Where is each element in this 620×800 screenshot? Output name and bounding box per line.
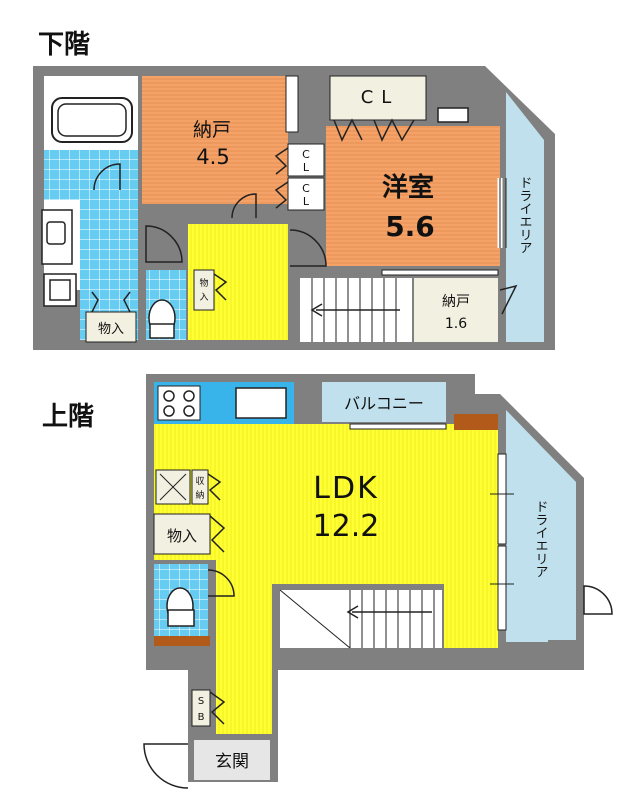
lower-floor-title: 下階 [38, 30, 91, 60]
washer-icon [43, 273, 77, 307]
closet-small-2-l: L [303, 195, 310, 208]
monoire-bath-label: 物入 [98, 322, 124, 337]
upper-floor-plan: バルコニー LDK 12.2 収 納 物入 [143, 374, 613, 789]
closet-cl-small-2 [287, 177, 325, 211]
bath-door-icon [93, 163, 121, 191]
monoire-bath-room [85, 311, 137, 343]
closet-cl [329, 75, 427, 121]
entrance-label: 玄関 [215, 752, 249, 772]
monoire-small-room [193, 269, 215, 311]
balcony-label: バルコニー [344, 394, 424, 413]
balcony-ledge [454, 414, 498, 430]
closet-small-2-c: C [302, 182, 310, 195]
shuno-l2: 納 [195, 489, 204, 501]
closet-cl-label: CL [361, 87, 400, 108]
ldk-size: 12.2 [313, 509, 380, 544]
ldk-floor [154, 424, 498, 734]
shuno-cross-icon [159, 473, 187, 501]
shuno-l1: 収 [195, 475, 204, 487]
closet-small-1-c: C [302, 148, 310, 161]
monoire-room [153, 513, 211, 555]
shoe-box-s: S [198, 696, 204, 707]
entrance [194, 740, 270, 780]
stove-burner-icon [163, 390, 175, 402]
western-room [326, 126, 500, 266]
closet-cl-small-1 [287, 143, 325, 177]
ldk-name: LDK [313, 471, 379, 506]
storage-nando-size: 4.5 [196, 145, 229, 169]
storage-small-size: 1.6 [445, 316, 467, 332]
upper-dry-area-label: ドライエリア [533, 500, 548, 578]
bathtub-icon [51, 97, 133, 143]
lower-floor-plan: 物入 納戸 4.5 C L C L CL 洋室 5.6 [33, 66, 555, 350]
lower-dry-area-label: ドライエリア [517, 176, 532, 254]
storage-small-room [414, 278, 498, 342]
storage-nando-room [142, 76, 288, 204]
shoe-box-b: B [198, 712, 205, 723]
storage-small-name: 納戸 [442, 294, 470, 310]
closet-small-1-l: L [303, 161, 310, 174]
dry-area-door-icon [583, 585, 613, 615]
monoire-small-l2: 入 [199, 292, 208, 303]
bath-tile-floor [44, 150, 138, 200]
kitchen-sink-icon [235, 387, 287, 419]
balcony [322, 382, 446, 422]
monoire-label: 物入 [167, 527, 197, 545]
monoire-small-l1: 物 [199, 277, 208, 289]
upper-stairs [280, 590, 442, 648]
lower-dry-area [506, 92, 544, 342]
western-room-size: 5.6 [385, 210, 435, 243]
upper-floor-title: 上階 [42, 402, 95, 432]
entrance-door-icon [143, 743, 189, 789]
western-room-name: 洋室 [382, 172, 434, 203]
storage-nando-name: 納戸 [193, 119, 231, 141]
upper-dry-area [506, 410, 576, 642]
shoe-box [191, 689, 211, 727]
